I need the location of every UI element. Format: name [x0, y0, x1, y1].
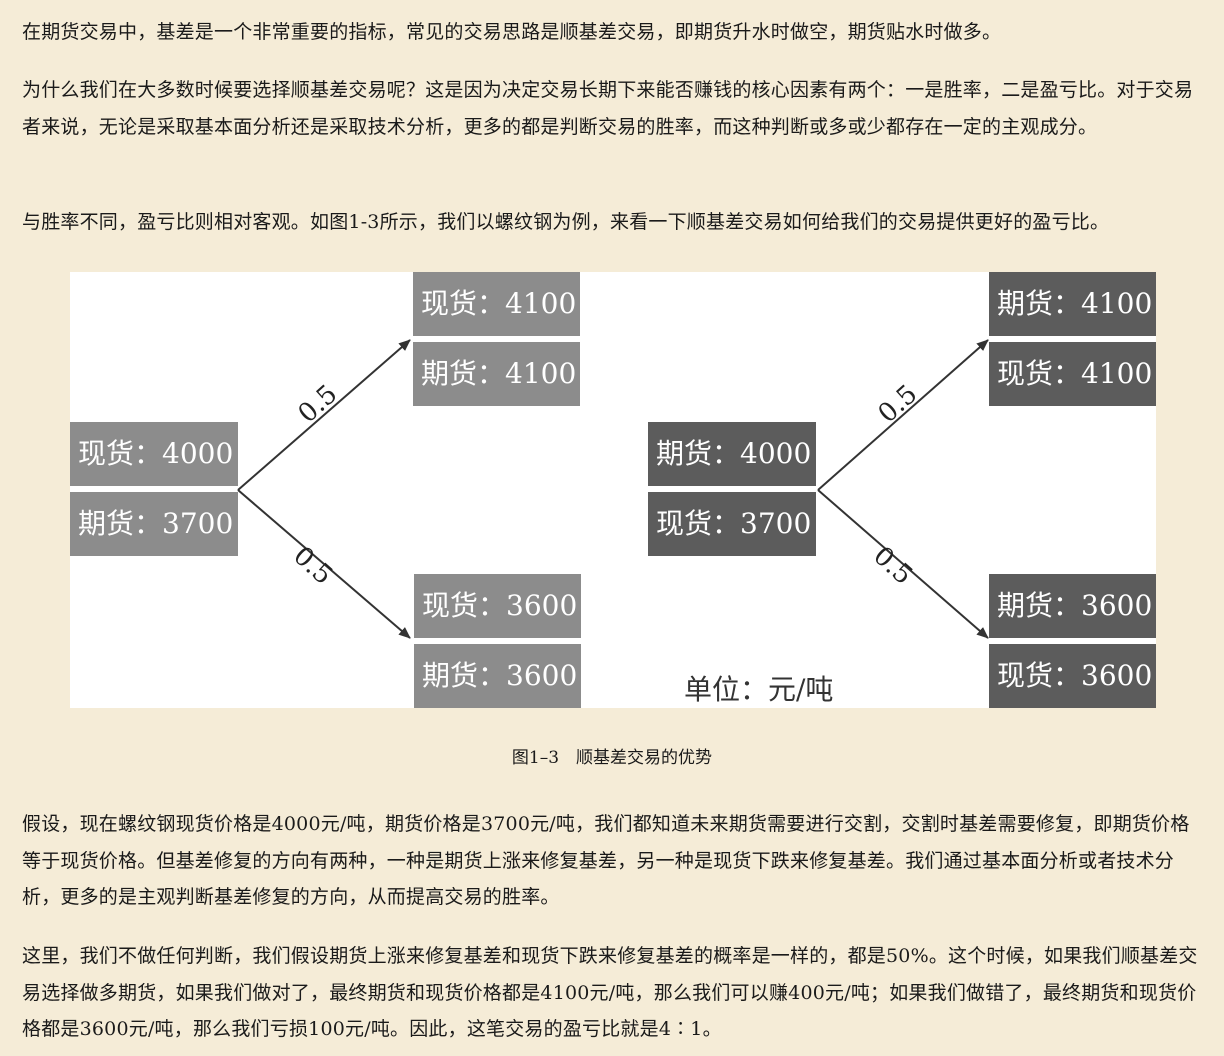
assumption-paragraph: 假设，现在螺纹钢现货价格是4000元/吨，期货价格是3700元/吨，我们都知道未… — [22, 813, 1190, 908]
conclusion-paragraph: 这里，我们不做任何判断，我们假设期货上涨来修复基差和现货下跌来修复基差的概率是一… — [22, 945, 1198, 1040]
unit-label: 单位：元/吨 — [684, 673, 834, 706]
left-down-probability: 0.5 — [287, 541, 338, 591]
left-down-arrow — [237, 489, 411, 639]
risk-reward-paragraph: 与胜率不同，盈亏比则相对客观。如图1-3所示，我们以螺纹钢为例，来看一下顺基差交… — [22, 211, 1110, 233]
right-up-spot-box: 现货：4100 — [989, 342, 1156, 406]
right-up-arrow — [817, 339, 989, 491]
right-up-futures-box: 期货：4100 — [989, 272, 1156, 336]
figure-caption: 图1–3 顺基差交易的优势 — [511, 748, 713, 768]
right-down-futures-box: 期货：3600 — [989, 574, 1156, 638]
basis-trade-figure: 0.5 0.5 0.5 0.5 现货：4000 期货：3700 现货：4100 … — [70, 272, 1156, 708]
left-start-spot-box: 现货：4000 — [70, 422, 238, 486]
left-down-spot-box: 现货：3600 — [414, 574, 581, 638]
intro-paragraph: 在期货交易中，基差是一个非常重要的指标，常见的交易思路是顺基差交易，即期货升水时… — [22, 21, 1002, 43]
left-up-spot-box: 现货：4100 — [413, 272, 580, 336]
left-start-futures-box: 期货：3700 — [70, 492, 238, 556]
tree-arrows: 0.5 0.5 0.5 0.5 — [237, 339, 989, 639]
left-up-probability: 0.5 — [293, 379, 344, 429]
win-rate-paragraph: 为什么我们在大多数时候要选择顺基差交易呢？这是因为决定交易长期下来能否赚钱的核心… — [22, 79, 1194, 138]
left-up-futures-box: 期货：4100 — [413, 342, 580, 406]
left-up-arrow — [237, 339, 411, 491]
right-start-futures-box: 期货：4000 — [648, 422, 816, 486]
right-down-arrow — [817, 489, 989, 639]
right-up-probability: 0.5 — [873, 379, 924, 429]
left-down-futures-box: 期货：3600 — [414, 644, 581, 708]
right-down-probability: 0.5 — [867, 541, 918, 591]
right-start-spot-box: 现货：3700 — [648, 492, 816, 556]
right-down-spot-box: 现货：3600 — [989, 644, 1156, 708]
